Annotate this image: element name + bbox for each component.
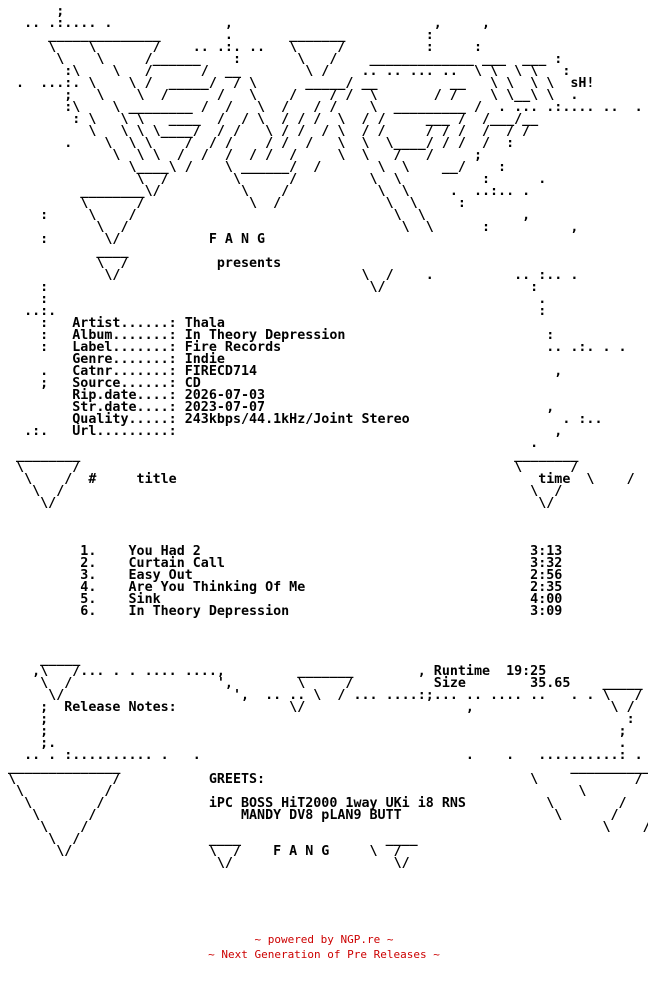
footer-tagline: ~ Next Generation of Pre Releases ~ (208, 948, 440, 961)
nfo-text: ; .. .:.... . , , , ______________ . ___… (8, 4, 648, 871)
footer: ~ powered by NGP.re ~ ~ Next Generation … (0, 932, 648, 962)
footer-powered-by: ~ powered by NGP.re ~ (254, 933, 394, 946)
